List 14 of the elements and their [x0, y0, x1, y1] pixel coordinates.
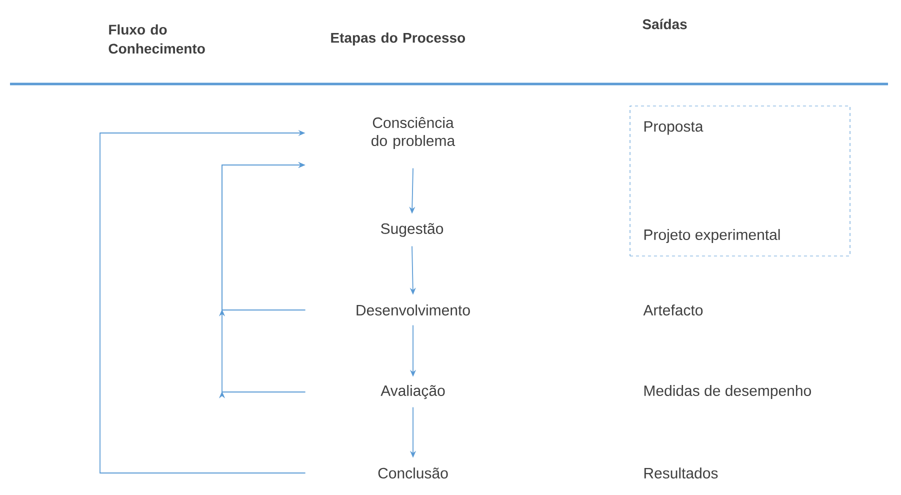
column-heading: Fluxo do Conhecimento	[108, 24, 205, 54]
step-text: Desenvolvimento	[356, 304, 470, 316]
step-text: Avaliação	[380, 384, 445, 400]
output-text: Resultados	[644, 468, 718, 478]
step-text: Consciência do problema	[372, 117, 456, 149]
column-heading: Saídas	[642, 18, 687, 30]
output-text: Artefacto	[643, 304, 703, 316]
step-text: Conclusão	[378, 468, 448, 478]
step-text: Sugestão	[381, 223, 444, 237]
column-heading: Etapas do Processo	[331, 32, 466, 46]
output-text: Medidas de desempenho	[644, 385, 811, 399]
arrow	[100, 130, 306, 474]
arrow	[218, 162, 306, 398]
dashed-box: Proposta Projeto experimental	[630, 106, 850, 256]
